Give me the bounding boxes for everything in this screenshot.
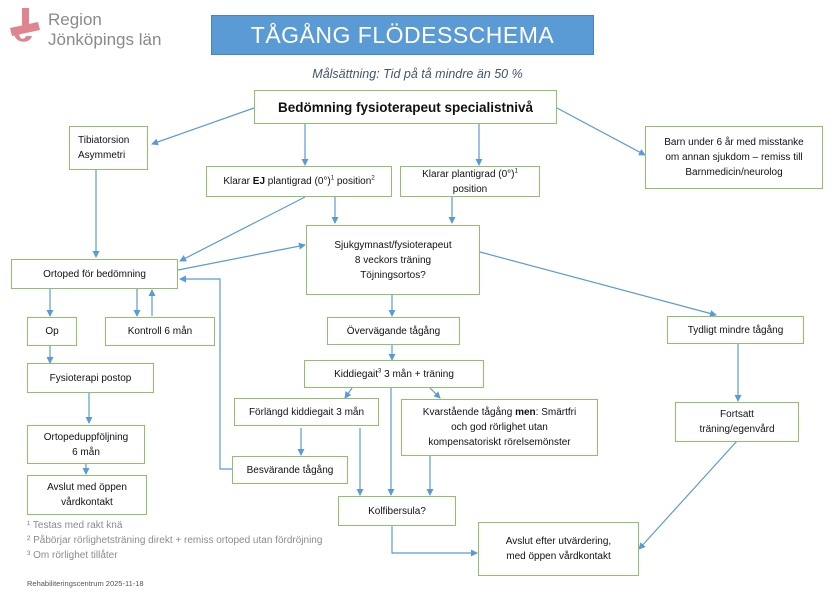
ortho-followup-box: Ortopeduppföljning 6 mån bbox=[27, 425, 145, 464]
end-after-evaluation-box: Avslut efter utvärdering, med öppen vård… bbox=[478, 522, 639, 576]
control-label: Kontroll 6 mån bbox=[127, 326, 193, 337]
children-referral-box: Barn under 6 år med misstanke om annan s… bbox=[645, 126, 823, 189]
arrow-carbon-to-end-eval bbox=[391, 525, 478, 557]
logo-line-2: Jönköpings län bbox=[48, 30, 162, 49]
not-plantigrade-box: Klarar EJ plantigrad (0°)1 position2 bbox=[206, 166, 392, 197]
clearly-less-label: Tydligt mindre tågång bbox=[687, 324, 784, 336]
remaining-line-2: och god rörlighet utan bbox=[451, 422, 548, 433]
arrow-kiddiegait-to-remaining bbox=[429, 387, 441, 399]
troublesome-label: Besvärande tågång bbox=[246, 464, 334, 476]
extended-kiddiegait-label: Förlängd kiddiegait 3 mån bbox=[248, 406, 365, 418]
footer-credit: Rehabiliteringscentrum 2025-11-18 bbox=[27, 579, 144, 588]
children-line-3: Barnmedicin/neurolog bbox=[685, 167, 783, 178]
arrow-continued-to-end-eval bbox=[638, 440, 738, 550]
extended-kiddiegait-box: Förlängd kiddiegait 3 mån bbox=[234, 398, 379, 426]
children-line-2: om annan sjukdom – remiss till bbox=[665, 152, 803, 163]
region-cross-logo-icon bbox=[10, 8, 40, 42]
goal-subtitle: Målsättning: Tid på tå mindre än 50 % bbox=[312, 67, 523, 81]
assessment-box: Bedömning fysioterapeut specialistnivå bbox=[254, 90, 557, 124]
physio-training-box: Sjukgymnast/fysioterapeut 8 veckors trän… bbox=[306, 225, 480, 295]
end-eval-line-1: Avslut efter utvärdering, bbox=[505, 536, 612, 547]
physio-postop-box: Fysioterapi postop bbox=[27, 363, 154, 393]
logo-text: Region Jönköpings län bbox=[48, 10, 161, 50]
region-logo: Region Jönköpings län bbox=[8, 6, 188, 50]
op-box: Op bbox=[27, 317, 77, 346]
orthoped-label: Ortoped för bedömning bbox=[43, 268, 146, 280]
carbon-insole-box: Kolfibersula? bbox=[338, 496, 456, 526]
predominant-label: Övervägande tågång bbox=[346, 325, 441, 337]
asymmetri-label: Asymmetri bbox=[78, 150, 126, 161]
logo-line-1: Region bbox=[48, 10, 102, 29]
physio-line-3: Töjningsortos? bbox=[360, 269, 426, 281]
footnote-2: ² Påbörjar rörlighetsträning direkt + re… bbox=[27, 535, 323, 546]
end-open-line-1: Avslut med öppen bbox=[47, 482, 127, 493]
arrow-assessment-to-children bbox=[556, 107, 646, 156]
continued-training-box: Fortsatt träning/egenvård bbox=[675, 402, 799, 442]
end-eval-line-2: med öppen vårdkontakt bbox=[506, 551, 611, 562]
op-label: Op bbox=[45, 326, 59, 337]
footnote-3: ³ Om rörlighet tillåter bbox=[27, 550, 118, 561]
remaining-line-3: kompensatoriskt rörelsemönster bbox=[428, 437, 571, 448]
plantigrade-label: Klarar plantigrad (0°)1 position bbox=[422, 168, 518, 195]
children-line-1: Barn under 6 år med misstanke bbox=[664, 137, 804, 148]
ortho-followup-line-1: Ortopeduppföljning bbox=[43, 431, 129, 443]
physio-postop-label: Fysioterapi postop bbox=[49, 372, 132, 384]
clearly-less-box: Tydligt mindre tågång bbox=[667, 316, 804, 344]
assessment-label: Bedömning fysioterapeut specialistnivå bbox=[277, 99, 534, 115]
carbon-insole-label: Kolfibersula? bbox=[368, 505, 426, 517]
tibiatorsion-box: Tibiatorsion Asymmetri bbox=[69, 126, 148, 170]
arrow-assessment-to-tibiatorsion bbox=[151, 107, 255, 146]
arrow-orthoped-to-physio bbox=[177, 242, 306, 271]
continued-line-1: Fortsatt bbox=[720, 409, 754, 420]
kiddiegait-label: Kiddiegait3 3 mån + träning bbox=[334, 368, 454, 380]
end-open-line-2: vårdkontakt bbox=[61, 497, 113, 508]
continued-line-2: träning/egenvård bbox=[699, 424, 775, 435]
physio-line-2: 8 veckors träning bbox=[354, 254, 432, 266]
end-open-care-box: Avslut med öppen vårdkontakt bbox=[27, 475, 147, 515]
tibiatorsion-label: Tibiatorsion bbox=[78, 135, 130, 146]
arrow-kiddiegait-to-extended bbox=[344, 387, 353, 399]
troublesome-box: Besvärande tågång bbox=[232, 456, 348, 484]
orthoped-box: Ortoped för bedömning bbox=[11, 259, 178, 289]
plantigrade-box: Klarar plantigrad (0°)1 position bbox=[400, 166, 540, 197]
predominant-box: Övervägande tågång bbox=[327, 317, 460, 345]
arrow-not-plantigrade-to-orthoped bbox=[179, 196, 306, 262]
remaining-line-1: Kvarstående tågång men: Smärtfri bbox=[422, 407, 577, 418]
remaining-toe-walking-box: Kvarstående tågång men: Smärtfri och god… bbox=[401, 399, 598, 456]
arrow-troublesome-to-orthoped bbox=[179, 275, 232, 470]
ortho-followup-line-2: 6 mån bbox=[72, 446, 100, 458]
physio-line-1: Sjukgymnast/fysioterapeut bbox=[334, 239, 452, 251]
kiddiegait-box: Kiddiegait3 3 mån + träning bbox=[304, 360, 484, 388]
page-title: TÅGÅNG FLÖDESSCHEMA bbox=[211, 15, 594, 55]
footnote-1: ¹ Testas med rakt knä bbox=[27, 520, 123, 531]
control-box: Kontroll 6 mån bbox=[105, 317, 215, 346]
arrow-physio-to-clearly-less bbox=[479, 251, 717, 317]
not-plantigrade-label: Klarar EJ plantigrad (0°)1 position2 bbox=[223, 175, 375, 187]
